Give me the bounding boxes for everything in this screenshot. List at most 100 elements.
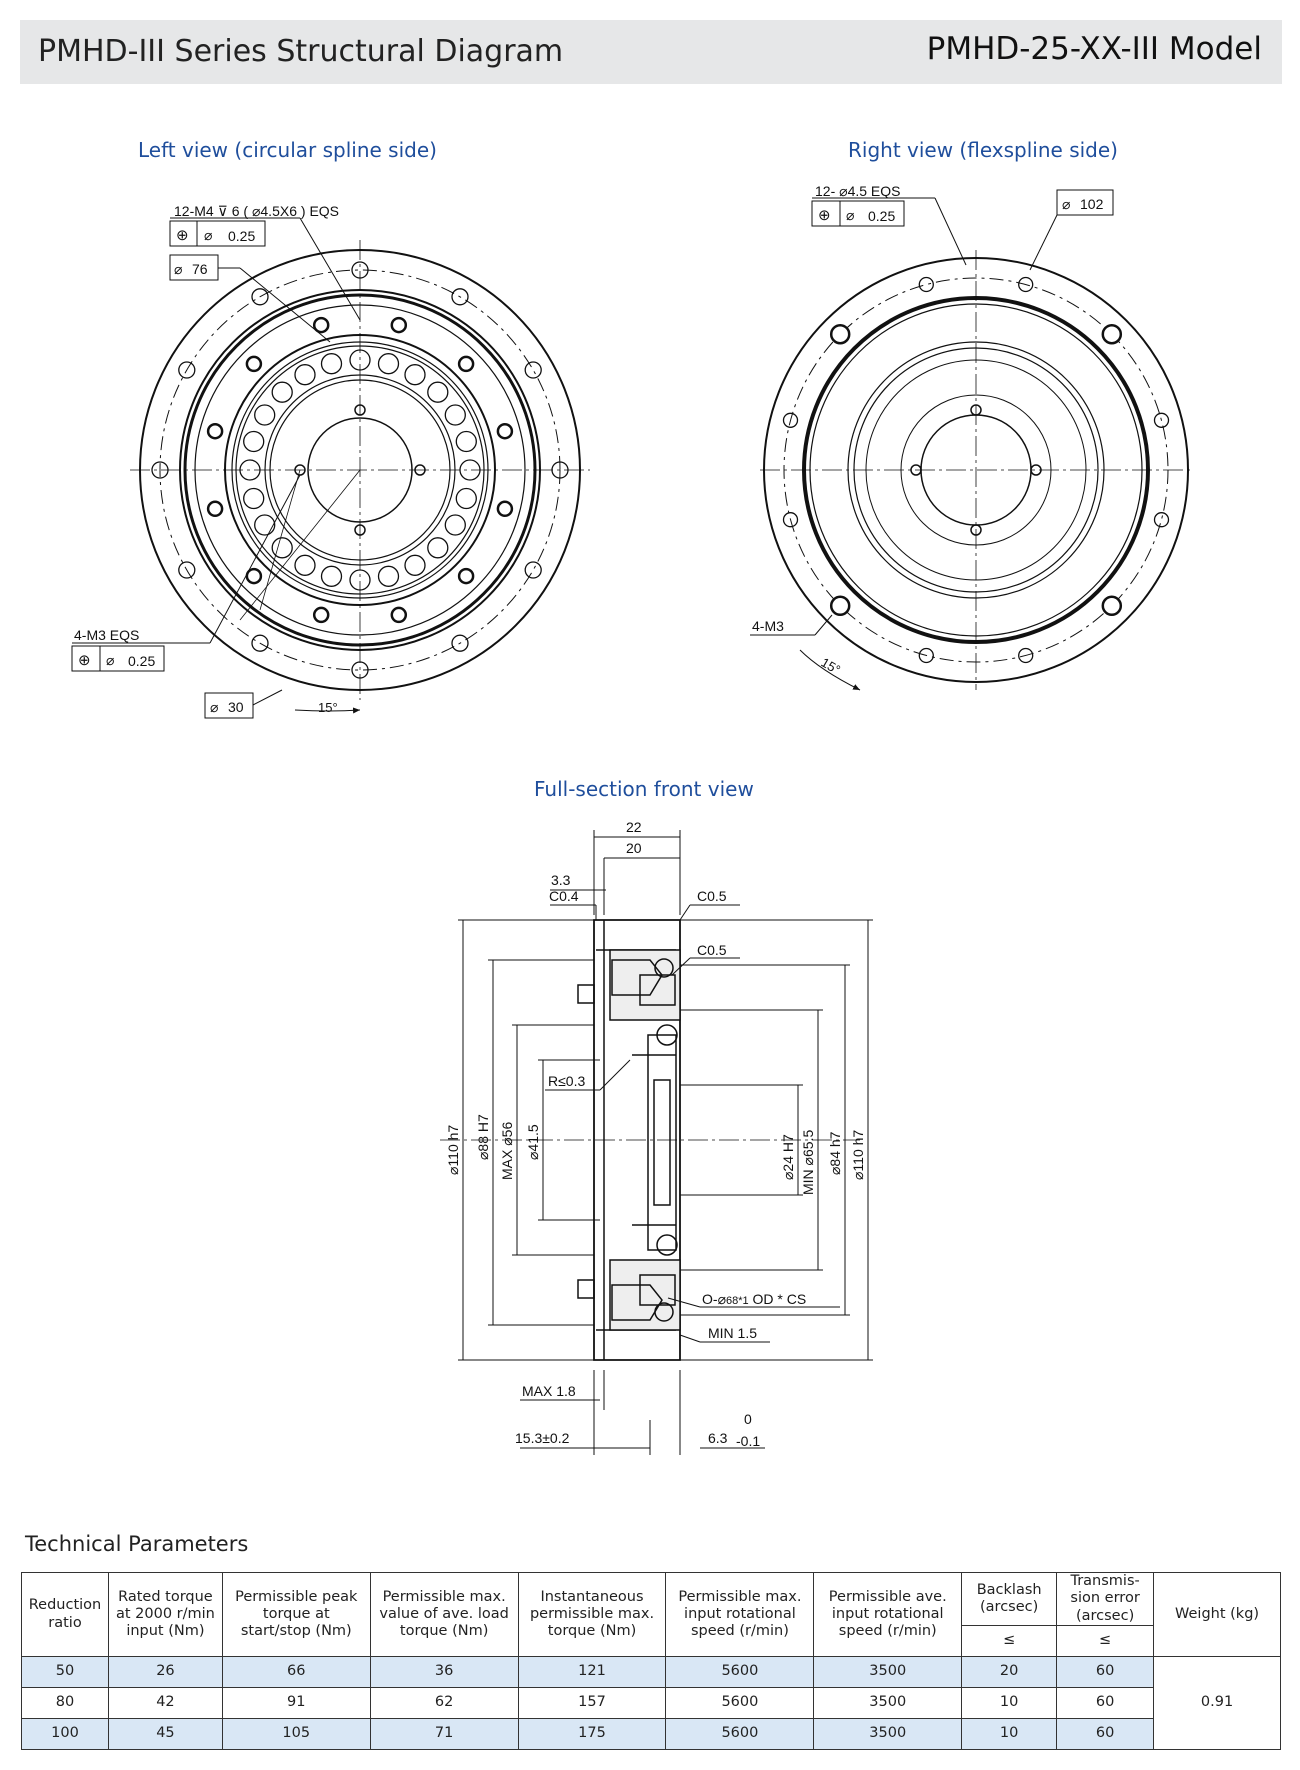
bearing-roller bbox=[243, 430, 265, 453]
svg-text:⌀: ⌀ bbox=[1062, 196, 1070, 212]
svg-text:⌀84 h7: ⌀84 h7 bbox=[827, 1131, 843, 1175]
left-angle: 15° bbox=[318, 700, 338, 715]
right-view-callouts bbox=[750, 189, 1114, 691]
mounting-hole bbox=[918, 276, 934, 293]
threaded-hole bbox=[457, 567, 475, 585]
weight-cell: 0.91 bbox=[1153, 1656, 1281, 1751]
th-weight: Weight (kg) bbox=[1153, 1571, 1281, 1658]
bearing-roller bbox=[427, 381, 449, 403]
bearing-roller bbox=[294, 364, 316, 386]
cell: 5600 bbox=[665, 1687, 815, 1720]
svg-text:12-M4 ⊽ 6 ( ⌀4.5: 12-M4 ⊽ 6 ( ⌀4.5X6 ) EQS bbox=[174, 203, 339, 219]
sec-min15: MIN 1.5 bbox=[708, 1325, 757, 1341]
right-view-text: 12- ⌀4.5 EQS ⊕ ⌀ 0.25 ⌀ 102 4-M3 15° bbox=[752, 183, 1104, 677]
bearing-roller bbox=[377, 565, 400, 587]
svg-text:⌀: ⌀ bbox=[210, 699, 218, 715]
sec-r03: R≤0.3 bbox=[548, 1073, 585, 1089]
th-trans-error: Transmis- sion error (arcsec) bbox=[1056, 1571, 1155, 1627]
cell: 36 bbox=[369, 1656, 519, 1689]
svg-text:⌀110 h7: ⌀110 h7 bbox=[445, 1125, 461, 1175]
caption-right-view: Right view (flexspline side) bbox=[848, 138, 1118, 162]
tech-params-title: Technical Parameters bbox=[25, 1532, 249, 1556]
cell: 100 bbox=[21, 1718, 109, 1751]
th-backlash: Backlash (arcsec) bbox=[961, 1571, 1058, 1627]
bearing-roller bbox=[243, 487, 265, 510]
th-inst-torque: Instantaneous permissible max. torque (N… bbox=[517, 1571, 667, 1658]
sec-c05a: C0.5 bbox=[697, 888, 727, 904]
cell: 20 bbox=[961, 1656, 1058, 1689]
mounting-hole bbox=[524, 561, 542, 579]
m3-hole bbox=[1101, 595, 1123, 617]
cell: 71 bbox=[369, 1718, 519, 1751]
right-hole-dia: 4.5 EQS bbox=[848, 183, 901, 199]
sec-d415: 41.5 bbox=[525, 1124, 541, 1151]
sec-d22: 22 bbox=[626, 819, 642, 835]
right-dia102: 102 bbox=[1080, 196, 1104, 212]
threaded-hole bbox=[206, 422, 224, 440]
cell: 5600 bbox=[665, 1656, 815, 1689]
svg-text:⌀110 h7: ⌀110 h7 bbox=[850, 1130, 866, 1180]
table-row: 80 42 91 62 157 5600 3500 10 60 bbox=[21, 1687, 1281, 1720]
sec-c05b: C0.5 bbox=[697, 942, 727, 958]
svg-text:12- ⌀4.5 EQS: 12- ⌀4.5 EQS bbox=[815, 183, 900, 199]
threaded-hole bbox=[390, 316, 408, 334]
mounting-hole bbox=[451, 634, 469, 652]
bearing-roller bbox=[271, 381, 293, 403]
svg-text:⊕: ⊕ bbox=[176, 227, 189, 244]
mounting-hole bbox=[178, 361, 196, 379]
cell: 10 bbox=[961, 1687, 1058, 1720]
th-ave-speed: Permissible ave. input rotational speed … bbox=[813, 1571, 963, 1658]
table-row: 50 26 66 36 121 5600 3500 20 60 0.91 bbox=[21, 1656, 1281, 1751]
bearing-roller bbox=[294, 554, 316, 576]
mounting-hole bbox=[451, 288, 469, 306]
tech-params-table: Reduction ratio Rated torque at 2000 r/m… bbox=[21, 1571, 1281, 1751]
sec-max18: MAX 1.8 bbox=[522, 1383, 576, 1399]
threaded-hole bbox=[245, 355, 263, 373]
m3-hole bbox=[829, 595, 851, 617]
svg-text:MAX ⌀56: MAX ⌀56 bbox=[499, 1122, 515, 1180]
svg-text:⌀88 H7: ⌀88 H7 bbox=[475, 1114, 491, 1160]
sec-d110a: 110 h7 bbox=[445, 1125, 461, 1167]
bearing-roller bbox=[404, 364, 426, 386]
bearing-roller bbox=[444, 404, 466, 426]
mounting-hole bbox=[918, 647, 934, 664]
svg-text:⌀: ⌀ bbox=[106, 652, 114, 668]
th-ave-load-torque: Permissible max. value of ave. load torq… bbox=[369, 1571, 519, 1658]
sec-d63: 6.3 bbox=[708, 1430, 728, 1446]
svg-text:⌀24 H7: ⌀24 H7 bbox=[780, 1134, 796, 1180]
cell: 66 bbox=[221, 1656, 371, 1689]
right-angle: 15° bbox=[819, 655, 844, 678]
cell: 60 bbox=[1056, 1687, 1155, 1720]
sec-d56: 56 bbox=[499, 1122, 515, 1138]
svg-text:⌀: ⌀ bbox=[846, 207, 854, 223]
cell: 62 bbox=[369, 1687, 519, 1720]
sec-d110b: 110 h7 bbox=[850, 1130, 866, 1172]
th-max-speed: Permissible max. input rotational speed … bbox=[665, 1571, 815, 1658]
sec-min655: MIN bbox=[800, 1169, 816, 1195]
sec-oring-dia: 68*1 bbox=[726, 1295, 749, 1307]
svg-text:O-⌀68*1 OD * CS: O-⌀68*1 OD * CS bbox=[702, 1291, 806, 1307]
left-pos-tol: 0.25 bbox=[228, 228, 255, 244]
right-view-drawing bbox=[760, 250, 1190, 690]
mounting-hole bbox=[1153, 512, 1170, 528]
sec-d84: 84 h7 bbox=[827, 1131, 843, 1166]
cell: 121 bbox=[517, 1656, 667, 1689]
left-dia30: 30 bbox=[228, 699, 244, 715]
mounting-hole bbox=[251, 288, 269, 306]
threaded-hole bbox=[390, 606, 408, 624]
section-dimension-lines bbox=[458, 830, 873, 1455]
bearing-roller bbox=[455, 487, 477, 510]
bearing-roller bbox=[320, 565, 343, 587]
right-holes-callout: 12- bbox=[815, 183, 836, 199]
m3-hole bbox=[829, 323, 851, 345]
th-rated-torque: Rated torque at 2000 r/min input (Nm) bbox=[107, 1571, 223, 1658]
cell: 175 bbox=[517, 1718, 667, 1751]
cell: 3500 bbox=[813, 1656, 963, 1689]
mounting-hole bbox=[251, 634, 269, 652]
cell: 91 bbox=[221, 1687, 371, 1720]
left-eqs: EQS bbox=[309, 203, 339, 219]
cell: 60 bbox=[1056, 1718, 1155, 1751]
svg-text:⌀41.5: ⌀41.5 bbox=[525, 1124, 541, 1160]
bearing-roller bbox=[254, 514, 276, 536]
model-name: PMHD-25-XX-III Model bbox=[926, 31, 1262, 67]
